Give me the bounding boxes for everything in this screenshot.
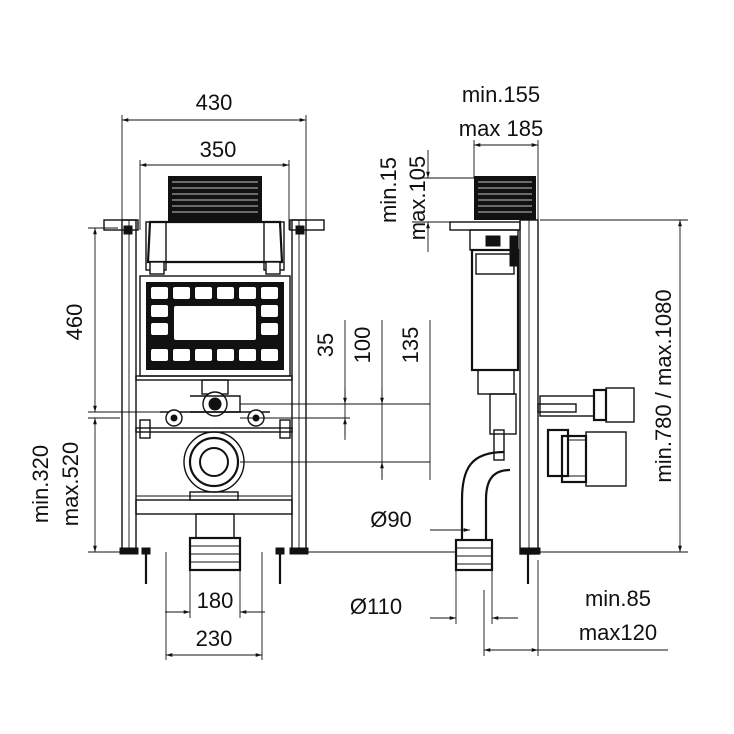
dim-label-230: 230 bbox=[196, 626, 233, 651]
front-view: 430 350 bbox=[28, 90, 431, 660]
dimension-d110: Ø110 bbox=[350, 570, 518, 624]
dim-label-min85: min.85 bbox=[585, 586, 651, 611]
dimension-430: 430 bbox=[121, 90, 307, 232]
dim-label-180: 180 bbox=[197, 588, 234, 613]
dimension-180: 180 bbox=[165, 570, 265, 618]
frame-side bbox=[519, 219, 577, 584]
flush-plate-grid bbox=[146, 282, 284, 370]
dim-label-max185: max 185 bbox=[459, 116, 543, 141]
dimension-320-520: min.320 max.520 bbox=[28, 417, 120, 553]
dim-label-35: 35 bbox=[313, 333, 338, 357]
waste-outlet bbox=[135, 431, 293, 572]
dim-label-min320: min.320 bbox=[28, 445, 53, 523]
frame-feet bbox=[119, 547, 309, 584]
flush-pipe-bend bbox=[454, 369, 517, 572]
dim-label-max120: max120 bbox=[579, 620, 657, 645]
dim-label-780-1080: min.780 / max.1080 bbox=[651, 289, 676, 482]
dim-label-100: 100 bbox=[350, 327, 375, 364]
dimension-d90: Ø90 bbox=[370, 507, 470, 532]
dim-label-460: 460 bbox=[62, 304, 87, 341]
dimension-offsets: 35 100 135 bbox=[240, 320, 431, 480]
dim-label-135: 135 bbox=[398, 327, 423, 364]
flush-valve bbox=[135, 375, 293, 439]
dimension-230: 230 bbox=[165, 552, 263, 660]
dim-label-d90: Ø90 bbox=[370, 507, 412, 532]
dimension-350: 350 bbox=[139, 137, 290, 230]
side-connections bbox=[539, 387, 635, 487]
dim-label-430: 430 bbox=[196, 90, 233, 115]
cistern-side bbox=[449, 176, 536, 372]
dim-label-max520: max.520 bbox=[58, 442, 83, 526]
dimension-15-105: min.15 max.105 bbox=[376, 150, 474, 252]
dim-label-max105: max.105 bbox=[405, 156, 430, 240]
dimension-460: 460 bbox=[62, 227, 170, 413]
dimension-780-1080: min.780 / max.1080 bbox=[540, 219, 688, 553]
dim-label-350: 350 bbox=[200, 137, 237, 162]
dimension-85-120: min.85 max120 bbox=[483, 560, 668, 656]
dim-label-d110: Ø110 bbox=[350, 594, 402, 619]
dim-label-min155: min.155 bbox=[462, 82, 540, 107]
dim-label-min15: min.15 bbox=[376, 157, 401, 223]
side-view: min.155 max 185 min.15 max.105 bbox=[242, 82, 688, 656]
dimension-155-185: min.155 max 185 bbox=[459, 82, 543, 220]
cistern-top-grille bbox=[168, 176, 262, 222]
